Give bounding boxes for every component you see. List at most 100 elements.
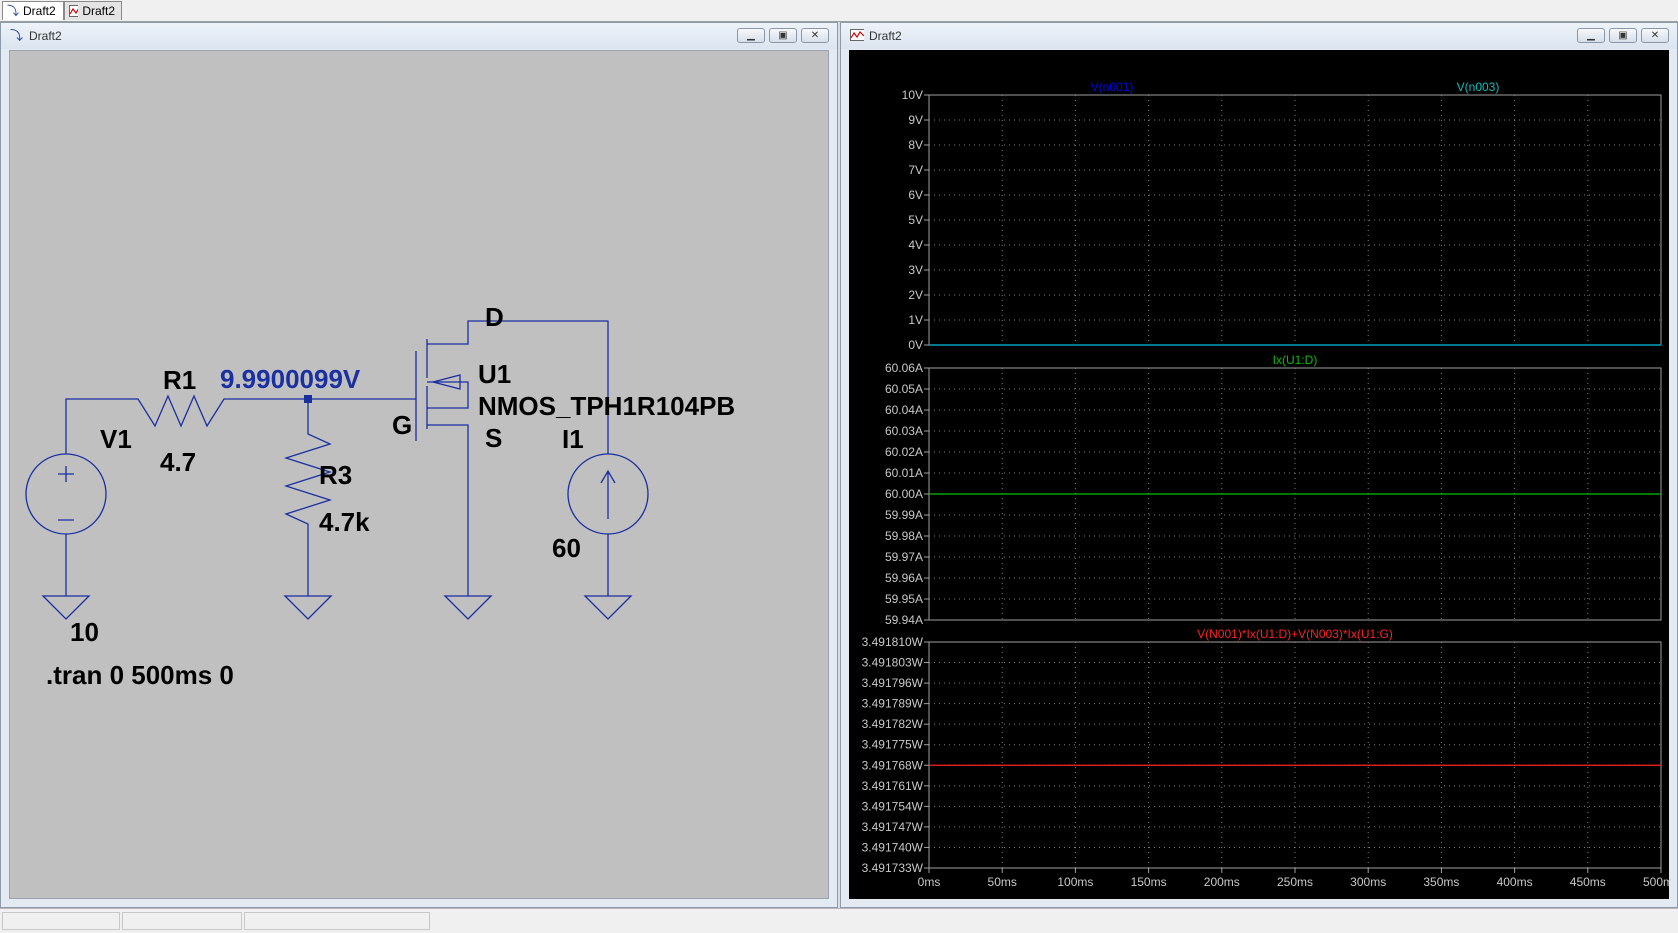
u1-name-label: U1	[478, 359, 511, 389]
y-tick-label: 0V	[908, 338, 923, 352]
y-tick-label: 60.00A	[885, 487, 923, 501]
source-label: S	[485, 423, 502, 453]
y-tick-label: 3.491761W	[862, 779, 924, 793]
x-tick-label: 0ms	[918, 875, 941, 889]
y-tick-label: 7V	[908, 163, 923, 177]
minimize-button[interactable]: ▁	[737, 28, 765, 43]
y-tick-label: 3.491754W	[862, 799, 924, 813]
x-tick-label: 400ms	[1497, 875, 1533, 889]
y-tick-label: 3.491733W	[862, 861, 924, 875]
document-tab-bar: ⤵ Draft2 Draft2	[0, 0, 1678, 22]
tab-schematic-label: Draft2	[23, 3, 56, 18]
mosfet-body	[427, 381, 469, 409]
ground-v1	[41, 595, 91, 620]
y-tick-label: 60.06A	[885, 361, 923, 375]
status-segment	[244, 912, 430, 930]
v1-value-label: 10	[70, 617, 99, 647]
y-tick-label: 3.491803W	[862, 656, 924, 670]
x-tick-label: 250ms	[1277, 875, 1313, 889]
tab-waveform[interactable]: Draft2	[64, 1, 122, 20]
u1-model-label: NMOS_TPH1R104PB	[478, 391, 735, 421]
i1-name-label: I1	[562, 424, 584, 454]
i1-value-label: 60	[552, 533, 581, 563]
status-segment	[122, 912, 242, 930]
schematic-window-title: Draft2	[29, 29, 62, 43]
wire-drain	[427, 320, 609, 454]
waveform-chart: 10V9V8V7V6V5V4V3V2V1V0VV(n001)V(n003)60.…	[862, 80, 1671, 889]
waveform-window-title: Draft2	[869, 29, 902, 43]
y-tick-label: 59.99A	[885, 508, 923, 522]
ground-source	[443, 595, 493, 620]
y-tick-label: 59.97A	[885, 550, 923, 564]
y-tick-label: 6V	[908, 188, 923, 202]
x-tick-label: 200ms	[1204, 875, 1240, 889]
y-tick-label: 60.03A	[885, 424, 923, 438]
y-tick-label: 3.491796W	[862, 676, 924, 690]
schematic-titlebar[interactable]: ⤵ Draft2 ▁ ▣ ✕	[1, 23, 837, 49]
x-tick-label: 150ms	[1131, 875, 1167, 889]
y-tick-label: 59.95A	[885, 592, 923, 606]
schematic-icon: ⤵	[10, 28, 24, 43]
y-tick-label: 60.04A	[885, 403, 923, 417]
plot-pane-frame	[928, 641, 1662, 869]
maximize-button[interactable]: ▣	[1609, 28, 1637, 43]
tab-waveform-label: Draft2	[82, 3, 115, 18]
y-tick-label: 59.96A	[885, 571, 923, 585]
close-icon: ✕	[1650, 30, 1660, 41]
r3-value-label: 4.7k	[319, 507, 370, 537]
minimize-button[interactable]: ▁	[1577, 28, 1605, 43]
v1-polarity	[58, 466, 74, 521]
trace-label: V(n001)	[1091, 80, 1134, 94]
x-tick-label: 300ms	[1350, 875, 1386, 889]
y-tick-label: 4V	[908, 238, 923, 252]
trace-label: V(N001)*Ix(U1:D)+V(N003)*Ix(U1:G)	[1197, 627, 1393, 641]
schematic-canvas[interactable]: R1 4.7 V1 10 R3 4.7k G D S U1 NMOS_TPH1R…	[9, 50, 829, 899]
maximize-icon: ▣	[1618, 30, 1628, 41]
y-tick-label: 3.491740W	[862, 840, 924, 854]
y-tick-label: 60.02A	[885, 445, 923, 459]
close-button[interactable]: ✕	[801, 28, 829, 43]
r1-name-label: R1	[163, 365, 196, 395]
ground-r3	[283, 595, 333, 620]
y-tick-label: 60.01A	[885, 466, 923, 480]
y-tick-label: 5V	[908, 213, 923, 227]
x-tick-label: 450ms	[1570, 875, 1606, 889]
x-tick-label: 500ms	[1643, 875, 1671, 889]
x-tick-label: 100ms	[1057, 875, 1093, 889]
x-tick-label: 50ms	[988, 875, 1017, 889]
spice-directive[interactable]: .tran 0 500ms 0	[46, 660, 234, 690]
y-tick-label: 3.491789W	[862, 697, 924, 711]
schematic-drawing: R1 4.7 V1 10 R3 4.7k G D S U1 NMOS_TPH1R…	[25, 302, 735, 690]
r3-resistor[interactable]	[283, 399, 333, 596]
close-icon: ✕	[810, 30, 820, 41]
close-button[interactable]: ✕	[1641, 28, 1669, 43]
schematic-icon: ⤵	[7, 3, 20, 18]
y-tick-label: 59.94A	[885, 613, 923, 627]
i1-arrow	[600, 469, 616, 519]
y-tick-label: 9V	[908, 113, 923, 127]
r1-value-label: 4.7	[160, 447, 196, 477]
maximize-button[interactable]: ▣	[769, 28, 797, 43]
y-tick-label: 3.491768W	[862, 758, 924, 772]
waveform-icon	[69, 5, 79, 17]
y-tick-label: 3.491775W	[862, 738, 924, 752]
maximize-icon: ▣	[778, 30, 788, 41]
wire-top-net	[65, 394, 416, 428]
y-tick-label: 10V	[902, 88, 923, 102]
minimize-icon: ▁	[747, 30, 755, 41]
minimize-icon: ▁	[1587, 30, 1595, 41]
v1-name-label: V1	[100, 424, 132, 454]
trace-label: Ix(U1:D)	[1273, 353, 1318, 367]
mdi-workspace: ⤵ Draft2 ▁ ▣ ✕	[0, 22, 1678, 908]
probe-node[interactable]	[304, 395, 312, 403]
waveform-icon	[850, 29, 864, 41]
node-voltage-readout: 9.9900099V	[220, 364, 361, 394]
wire-source	[427, 424, 469, 596]
trace-label: V(n003)	[1457, 80, 1500, 94]
gate-label: G	[392, 410, 412, 440]
waveform-titlebar[interactable]: Draft2 ▁ ▣ ✕	[841, 23, 1677, 49]
y-tick-label: 3V	[908, 263, 923, 277]
tab-schematic[interactable]: ⤵ Draft2	[2, 1, 64, 20]
